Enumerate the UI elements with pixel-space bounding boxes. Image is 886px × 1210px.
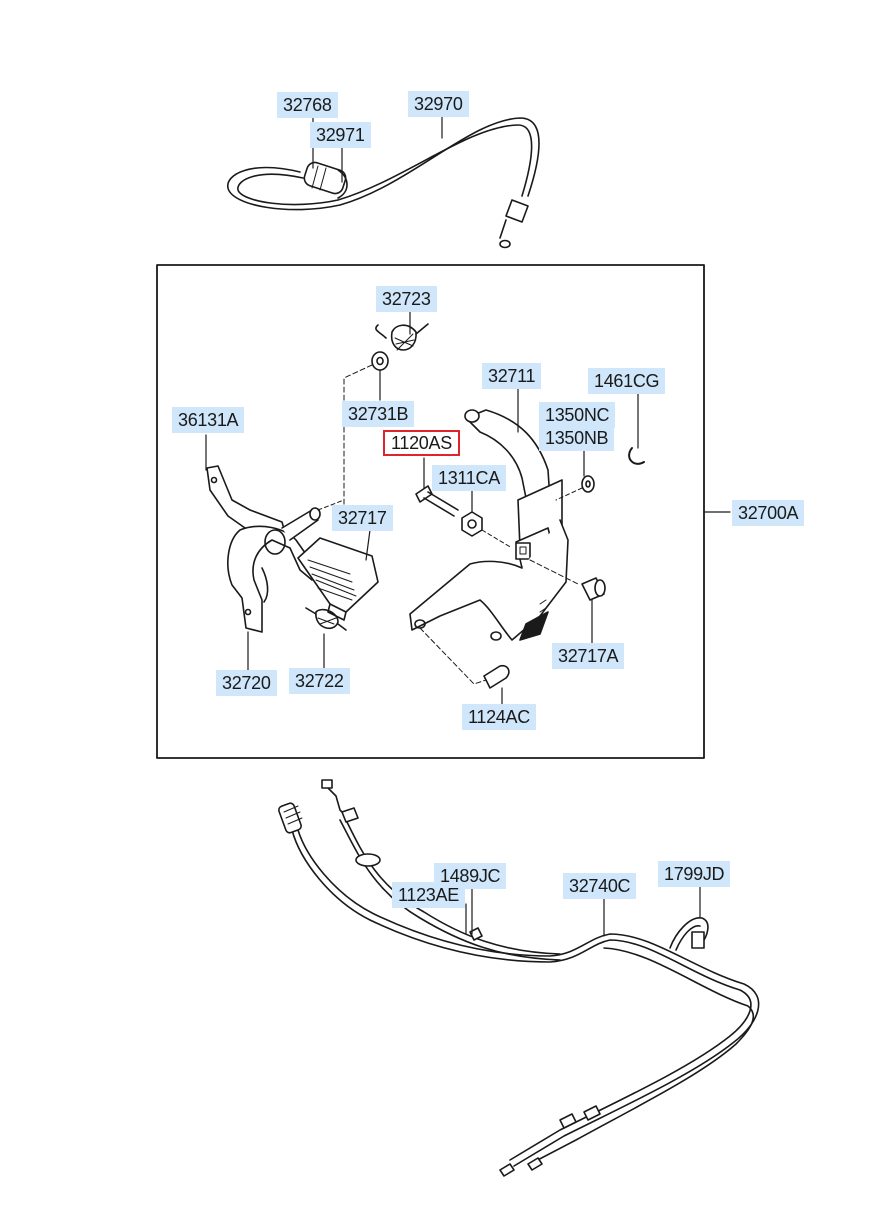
part-label-32700A: 32700A — [732, 500, 805, 526]
clip-1799JD — [669, 885, 709, 951]
nut-1311CA — [461, 489, 513, 549]
part-label-32731B: 32731B — [342, 401, 415, 427]
part-label-32717A: 32717A — [552, 643, 625, 669]
part-label-36131A: 36131A — [172, 407, 245, 433]
part-label-1120AS-highlighted[interactable]: 1120AS — [383, 430, 460, 456]
top-cable-assembly — [227, 117, 540, 249]
part-label-32740C: 32740C — [563, 873, 637, 899]
part-label-32722: 32722 — [289, 668, 350, 694]
bracket-36131A — [205, 434, 287, 539]
part-label-1311CA: 1311CA — [432, 465, 506, 491]
part-label-32711: 32711 — [482, 363, 542, 389]
pedal-pad-32717 — [297, 529, 379, 621]
part-label-1799JD: 1799JD — [658, 861, 731, 887]
pedal-arm-32720 — [227, 499, 345, 673]
part-label-32717: 32717 — [332, 505, 393, 531]
part-label-1124AC: 1124AC — [462, 704, 536, 730]
part-label-1123AE: 1123AE — [392, 882, 465, 908]
clip-1461CG — [628, 393, 645, 465]
support-32711 — [409, 385, 579, 685]
washer-1350 — [555, 447, 595, 501]
bolt-1124AC — [483, 664, 510, 707]
bottom-cable-assembly — [278, 779, 760, 1177]
part-label-32720: 32720 — [216, 670, 277, 696]
bolt-1120AS — [415, 457, 459, 517]
part-label-32768: 32768 — [277, 92, 338, 118]
part-label-1461CG: 1461CG — [588, 368, 666, 394]
part-label-32723: 32723 — [376, 286, 437, 312]
part-label-32971: 32971 — [310, 122, 371, 148]
spring-32723 — [375, 307, 429, 351]
part-label-1350NC: 1350NC — [539, 402, 616, 428]
spring-32722 — [305, 607, 347, 669]
part-label-32970: 32970 — [408, 91, 469, 117]
part-label-1350NB: 1350NB — [539, 425, 615, 451]
bushing-32717A — [581, 577, 606, 645]
